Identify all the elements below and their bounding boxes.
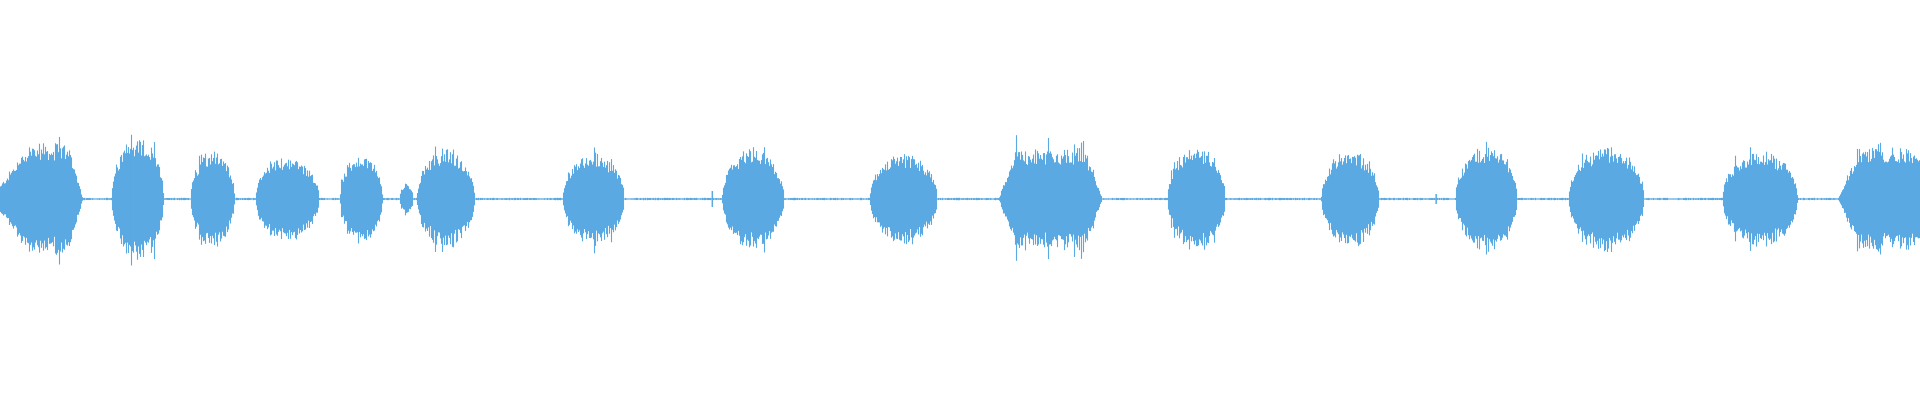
waveform-bars xyxy=(0,134,1920,266)
